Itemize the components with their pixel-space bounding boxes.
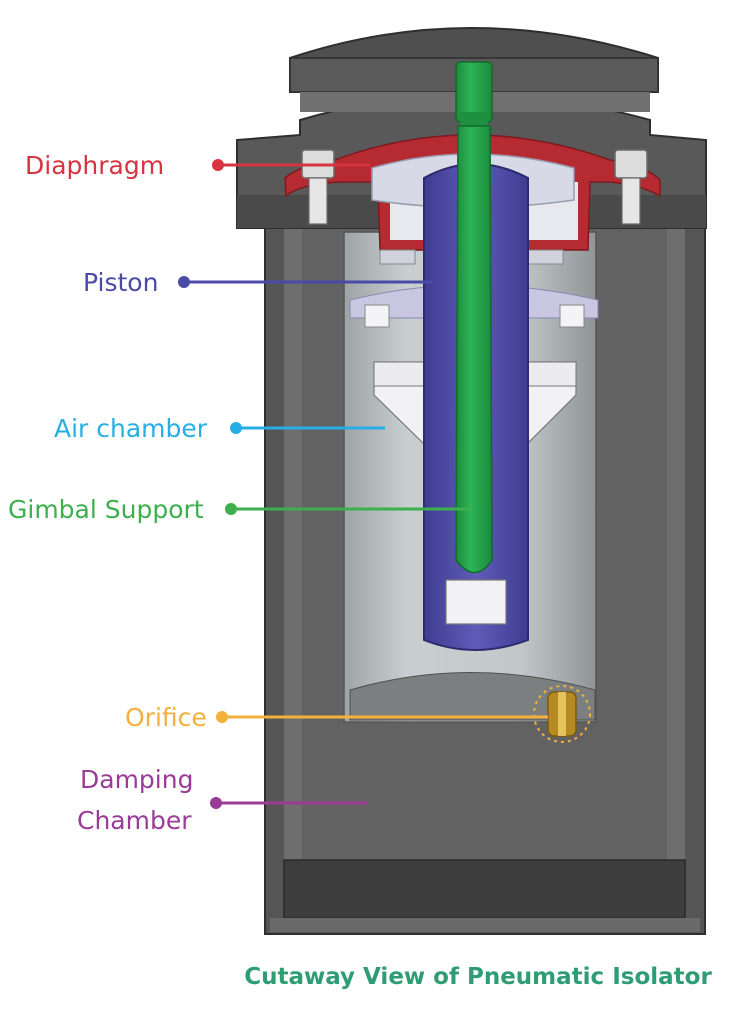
label-damping-chamber-group: Damping Chamber bbox=[77, 765, 368, 835]
label-orifice: Orifice bbox=[125, 703, 207, 732]
bolt-right bbox=[614, 149, 648, 225]
diagram-caption: Cutaway View of Pneumatic Isolator bbox=[244, 964, 712, 990]
label-orifice-group: Orifice bbox=[125, 703, 548, 732]
bolt-left bbox=[301, 149, 335, 225]
label-piston: Piston bbox=[83, 268, 158, 297]
label-gimbal-support: Gimbal Support bbox=[8, 495, 204, 524]
label-air-chamber-group: Air chamber bbox=[54, 414, 385, 443]
label-gimbal-support-group: Gimbal Support bbox=[8, 495, 472, 524]
label-diaphragm-group: Diaphragm bbox=[25, 151, 370, 180]
label-air-chamber: Air chamber bbox=[54, 414, 208, 443]
label-damping-line1: Damping bbox=[80, 765, 193, 794]
orifice-part bbox=[533, 685, 591, 743]
label-diaphragm: Diaphragm bbox=[25, 151, 164, 180]
gimbal-rod bbox=[455, 61, 493, 574]
label-damping-line2: Chamber bbox=[77, 806, 192, 835]
label-piston-group: Piston bbox=[83, 268, 432, 297]
